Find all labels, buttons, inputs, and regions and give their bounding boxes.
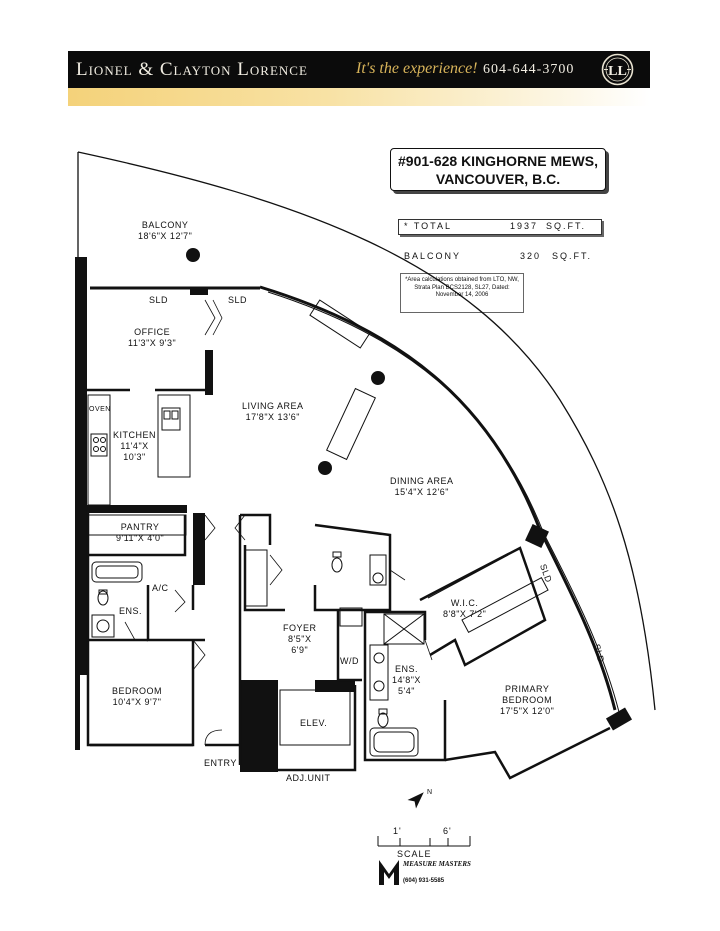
ll-monogram-logo: LL [601, 53, 634, 86]
bath-fixtures [91, 551, 425, 757]
ens1-label: ENS. [119, 606, 143, 616]
north-arrow-icon [407, 792, 424, 809]
sld-right-label: SLD [228, 295, 248, 305]
scale-tick-1: 1' [393, 826, 402, 836]
room-bedroom-name: BEDROOM [112, 686, 163, 696]
room-balcony: BALCONY 18'6"X 12'7" [138, 220, 192, 242]
room-ens2-name: ENS. [394, 664, 418, 674]
room-primary: PRIMARY BEDROOM 17'5"X 12'0" [500, 684, 554, 717]
wd-label: W/D [340, 656, 359, 666]
balcony-area-label: BALCONY [404, 251, 462, 261]
room-office-dim: 11'3"X 9'3" [128, 338, 177, 348]
room-foyer-dim1: 8'5"X [288, 634, 312, 644]
room-kitchen: KITCHEN 11'4"X 10'3" [113, 430, 156, 463]
room-kitchen-name: KITCHEN [113, 430, 157, 440]
measure-masters-credit: MEASURE MASTERS (604) 931-5585 [378, 858, 488, 888]
total-label: * TOTAL [404, 221, 453, 231]
adj-unit-label: ADJ.UNIT [286, 773, 331, 783]
oven-label: OVEN [89, 406, 111, 413]
brand-phone: 604-644-3700 [483, 62, 575, 77]
room-kitchen-dim2: 10'3" [123, 452, 146, 462]
elev-label: ELEV. [300, 718, 328, 728]
room-dining-dim: 15'4"X 12'6" [394, 487, 449, 497]
room-wic-dim: 8'8"X 7'2" [443, 609, 487, 619]
entry-label: ENTRY [204, 758, 237, 768]
ac-label: A/C [152, 583, 169, 593]
room-primary-dim: 17'5"X 12'0" [500, 706, 555, 716]
room-office: OFFICE 11'3"X 9'3" [128, 327, 176, 349]
sld-left-label: SLD [149, 295, 169, 305]
room-pantry: PANTRY 9'11"X 4'0" [116, 522, 164, 544]
area-note: *Area calculations obtained from LTO, NW… [400, 273, 524, 313]
scale-tick-6: 6' [443, 826, 452, 836]
kitchen-fixtures [87, 394, 191, 536]
balcony-area-value: 320 [520, 251, 542, 261]
balcony-outline [77, 151, 656, 711]
room-pantry-dim: 9'11"X 4'0" [116, 533, 165, 543]
address-box: #901-628 KINGHORNE MEWS, VANCOUVER, B.C. [390, 148, 606, 191]
measure-masters-logo [379, 860, 399, 885]
room-wic: W.I.C. 8'8"X 7'2" [443, 598, 486, 620]
total-unit: SQ.FT. [546, 221, 587, 231]
room-office-name: OFFICE [134, 327, 171, 337]
brand-tagline: It's the experience! [356, 60, 478, 77]
room-pantry-name: PANTRY [120, 522, 160, 532]
room-foyer-name: FOYER [283, 623, 317, 633]
room-kitchen-dim1: 11'4"X [120, 441, 149, 451]
room-foyer: FOYER 8'5"X 6'9" [283, 623, 317, 656]
header-gold-strip [68, 88, 650, 106]
room-living-name: LIVING AREA [242, 401, 304, 411]
room-ens2-dim2: 5'4" [398, 686, 415, 696]
brand-name: Lionel & Clayton Lorence [76, 59, 308, 80]
room-balcony-dim: 18'6"X 12'7" [138, 231, 193, 241]
balcony-area-unit: SQ.FT. [552, 251, 593, 261]
room-living: LIVING AREA 17'8"X 13'6" [242, 401, 304, 423]
curved-window-inner [267, 291, 620, 713]
svg-text:LL: LL [608, 64, 627, 79]
total-value: 1937 [510, 221, 539, 231]
credit-phone: (604) 931-5585 [403, 878, 445, 884]
room-ens2: ENS. 14'8"X 5'4" [392, 664, 421, 697]
room-primary-name: PRIMARY [505, 684, 550, 694]
room-bedroom-dim: 10'4"X 9'7" [112, 697, 162, 707]
closet-shelving [244, 549, 549, 746]
credit-company: MEASURE MASTERS [403, 860, 471, 868]
address-line1: #901-628 KINGHORNE MEWS, [398, 153, 598, 169]
columns [186, 248, 385, 475]
door-swings [124, 299, 433, 746]
room-primary-name2: BEDROOM [502, 695, 553, 705]
scale-label: SCALE [397, 849, 432, 859]
room-balcony-name: BALCONY [141, 220, 189, 230]
total-area-box [398, 219, 602, 235]
room-foyer-dim2: 6'9" [291, 645, 309, 655]
interior-walls [86, 388, 611, 780]
north-label: N [427, 789, 433, 796]
address-line2: VANCOUVER, B.C. [435, 171, 561, 187]
room-bedroom: BEDROOM 10'4"X 9'7" [112, 686, 162, 708]
room-living-dim: 17'8"X 13'6" [245, 412, 300, 422]
room-dining-name: DINING AREA [390, 476, 454, 486]
living-counter [325, 387, 377, 461]
exterior-walls [75, 257, 633, 772]
room-ens2-dim1: 14'8"X [392, 675, 421, 685]
room-dining: DINING AREA 15'4"X 12'6" [390, 476, 454, 498]
room-wic-name: W.I.C. [450, 598, 479, 608]
scale-bar [377, 836, 471, 847]
dining-built-in [309, 299, 371, 349]
header-banner: Lionel & Clayton Lorence It's the experi… [68, 51, 650, 88]
